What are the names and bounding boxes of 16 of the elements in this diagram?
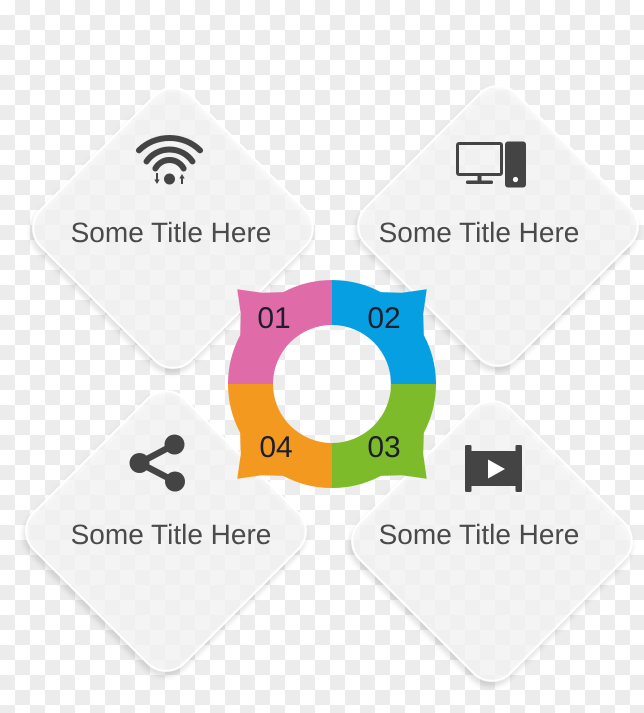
card-title: Some Title Here [378, 219, 580, 247]
diamond-card [31, 86, 315, 370]
step-number: 03 [367, 433, 401, 463]
diamond-card [350, 399, 634, 683]
card-title: Some Title Here [378, 521, 580, 549]
ring-segment [228, 384, 332, 488]
card-title: Some Title Here [70, 521, 272, 549]
diamond-card [356, 84, 640, 368]
ring-segment [332, 384, 436, 488]
step-number: 02 [367, 304, 401, 334]
card-title: Some Title Here [70, 219, 272, 247]
ring-segment [332, 280, 436, 384]
diamond-card [24, 389, 308, 673]
ring-segment [228, 280, 332, 384]
step-number: 04 [259, 433, 293, 463]
step-number: 01 [257, 304, 291, 334]
